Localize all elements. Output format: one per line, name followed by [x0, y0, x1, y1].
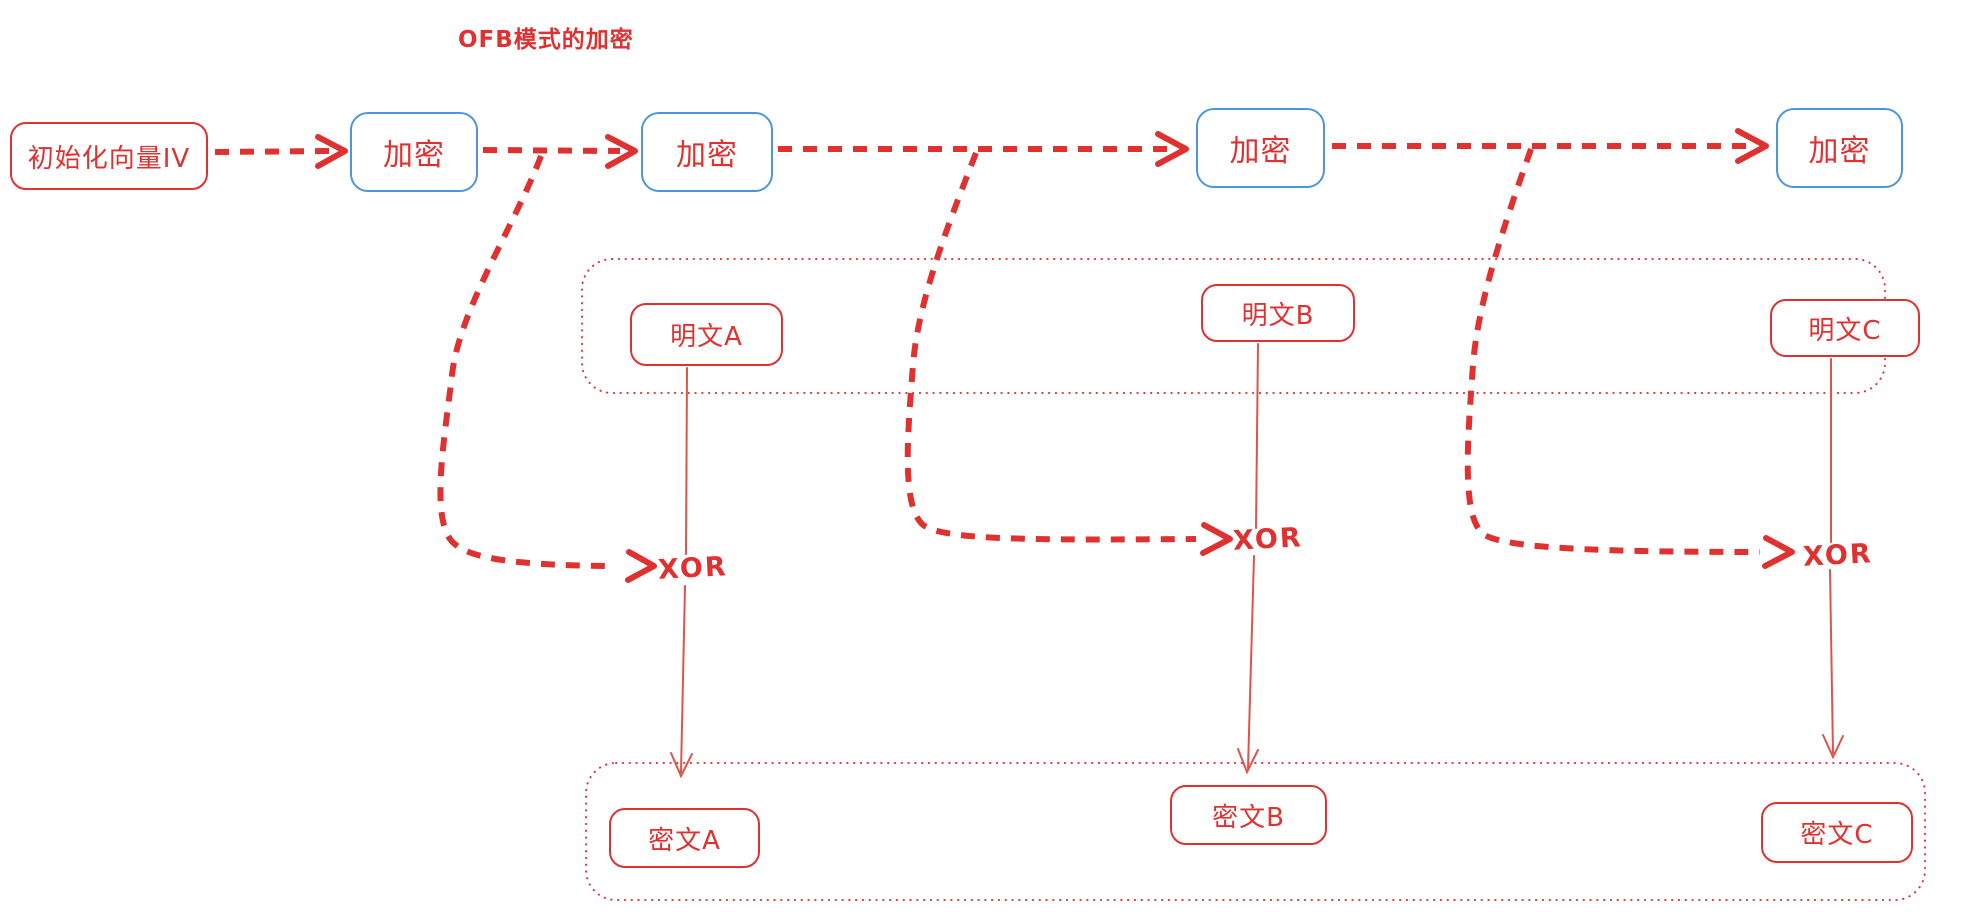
xor-label-2: XOR: [1232, 522, 1304, 557]
keystream-branch-arrow-2: [904, 151, 1233, 556]
arrow-encrypt2-to-encrypt3: [778, 131, 1189, 167]
xor-label-1: XOR: [657, 551, 729, 586]
plaintext-box-b: 明文B: [1201, 284, 1355, 342]
ciphertext-box-c: 密文C: [1761, 802, 1913, 863]
encrypt-box-2-label: 加密: [676, 138, 738, 173]
encrypt-box-4-label: 加密: [1808, 134, 1871, 169]
encrypt-box-1-label: 加密: [383, 138, 445, 173]
plaintext-box-c: 明文C: [1770, 299, 1920, 357]
encrypt-box-3-label: 加密: [1229, 134, 1292, 169]
keystream-branch-arrow-3: [1464, 148, 1795, 569]
arrow-encrypt3-to-encrypt4: [1332, 128, 1769, 164]
encrypt-box-4: 加密: [1776, 108, 1903, 188]
arrow-plaintextA-to-ciphertextA: [670, 367, 693, 779]
ciphertext-box-b: 密文B: [1170, 785, 1327, 845]
iv-box: 初始化向量IV: [10, 122, 208, 190]
plaintext-box-a: 明文A: [630, 303, 783, 366]
ciphertext-group-container: [585, 762, 1926, 901]
encrypt-box-1: 加密: [350, 112, 478, 192]
arrow-plaintextC-to-ciphertextC: [1822, 358, 1844, 760]
plaintext-box-a-label: 明文A: [670, 322, 743, 352]
ciphertext-box-c-label: 密文C: [1800, 820, 1874, 850]
iv-label: 初始化向量IV: [27, 143, 191, 174]
keystream-branch-arrow-1: [437, 154, 657, 583]
diagram-title: OFB模式的加密: [458, 27, 634, 53]
ciphertext-box-a: 密文A: [609, 808, 760, 868]
encrypt-box-2: 加密: [641, 112, 773, 192]
ciphertext-box-b-label: 密文B: [1212, 802, 1285, 833]
plaintext-box-b-label: 明文B: [1241, 300, 1315, 331]
encrypt-box-3: 加密: [1196, 108, 1325, 188]
arrow-encrypt1-to-encrypt2: [482, 134, 638, 169]
plaintext-box-c-label: 明文C: [1808, 315, 1882, 346]
arrow-iv-to-encrypt1: [214, 134, 348, 169]
xor-label-3: XOR: [1802, 538, 1874, 573]
arrow-plaintextB-to-ciphertextB: [1237, 343, 1259, 775]
ciphertext-box-a-label: 密文A: [648, 825, 721, 856]
